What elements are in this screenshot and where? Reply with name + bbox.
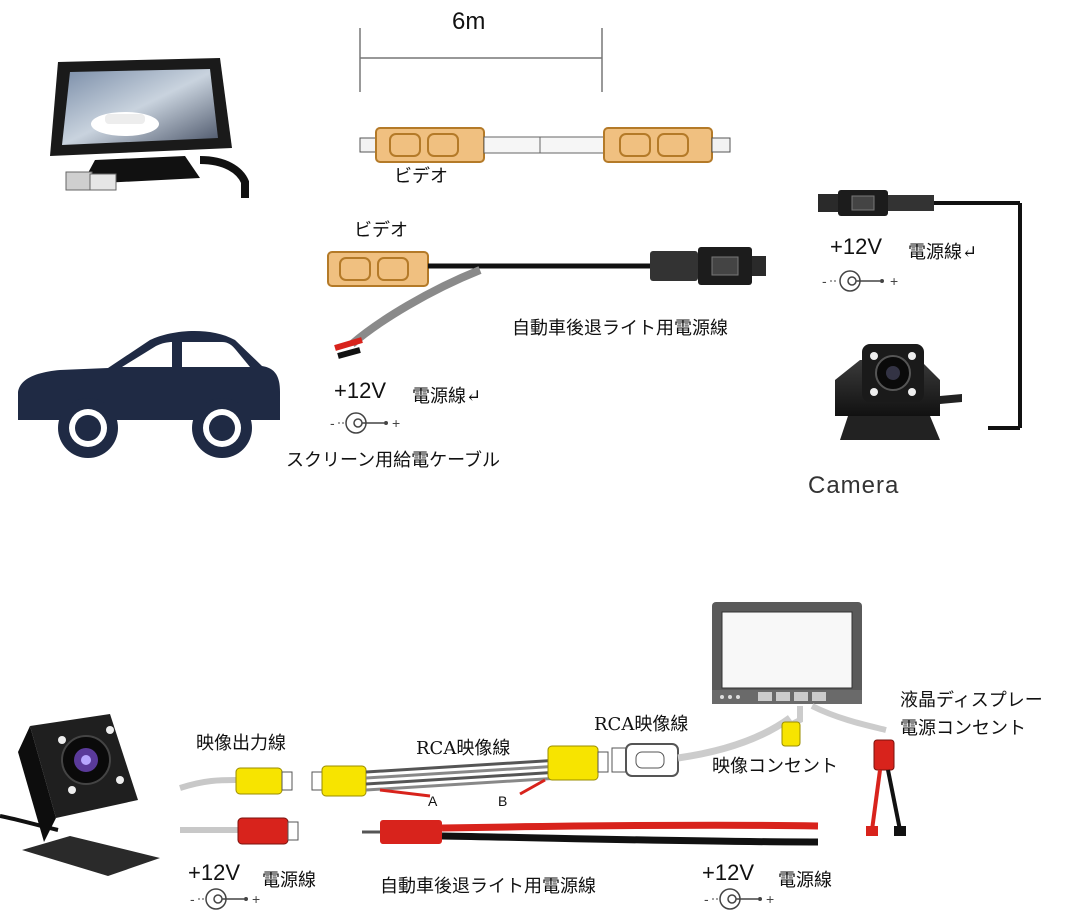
screen-power-cable-label: スクリーン用給電ケーブル: [286, 450, 501, 471]
camera-icon-top: [835, 344, 962, 440]
camera-icon-bottom: [0, 714, 160, 876]
lcd-power-label-line1: 液晶ディスプレー: [900, 690, 1043, 711]
svg-text:+: +: [890, 273, 898, 289]
video-output-label: 映像出力線: [196, 733, 286, 754]
wire-b-label: B: [498, 793, 508, 809]
car-voltage-label: +12V: [334, 378, 386, 403]
car-dc-symbol: - +: [330, 412, 400, 434]
camera-power-line-label: 電源線↵: [908, 242, 978, 263]
camera-label: Camera: [808, 472, 900, 499]
bottom-left-power-line-label: 電源線: [262, 870, 316, 891]
camera-dc-symbol: - +: [822, 270, 898, 292]
svg-text:+: +: [252, 891, 260, 907]
wire-a-label: A: [428, 793, 438, 809]
rca-extension-cable: [311, 745, 609, 798]
camera-voltage-label: +12V: [830, 234, 882, 259]
lcd-monitor-icon: [712, 602, 906, 836]
svg-text:+: +: [392, 415, 400, 431]
bottom-right-dc-symbol: - +: [704, 888, 774, 910]
video-label-top: ビデオ: [394, 166, 448, 187]
length-dimension: [359, 28, 603, 92]
camera-cable: [818, 190, 1022, 430]
reverse-light-power-label-bottom: 自動車後退ライト用電源線: [380, 876, 596, 897]
svg-text:+: +: [766, 891, 774, 907]
camera-output-cables: [179, 767, 299, 845]
rca-label-extension: RCA映像線: [416, 738, 511, 759]
svg-text:-: -: [330, 415, 335, 431]
lcd-power-label-line2: 電源コンセント: [900, 718, 1026, 739]
svg-text:-: -: [190, 891, 195, 907]
car-power-line-label: 電源線↵: [412, 386, 482, 407]
length-label: 6m: [452, 8, 486, 35]
bottom-right-power-line-label: 電源線: [778, 870, 832, 891]
monitor-rca-connector: [611, 715, 793, 777]
video-socket-label: 映像コンセント: [712, 756, 838, 777]
bottom-left-dc-symbol: - +: [190, 888, 260, 910]
bottom-right-voltage-label: +12V: [702, 860, 754, 885]
video-label-middle: ビデオ: [354, 220, 408, 241]
video-power-cable: [327, 247, 766, 359]
monitor-icon: [50, 58, 249, 198]
reverse-light-power-label-top: 自動車後退ライト用電源線: [512, 318, 728, 339]
svg-text:-: -: [822, 273, 827, 289]
rca-label-monitor: RCA映像線: [594, 714, 689, 735]
rca-cable-6m: [359, 127, 731, 163]
bottom-left-voltage-label: +12V: [188, 860, 240, 885]
svg-text:-: -: [704, 891, 709, 907]
car-icon: [18, 330, 280, 458]
reverse-light-cable: [362, 820, 819, 846]
